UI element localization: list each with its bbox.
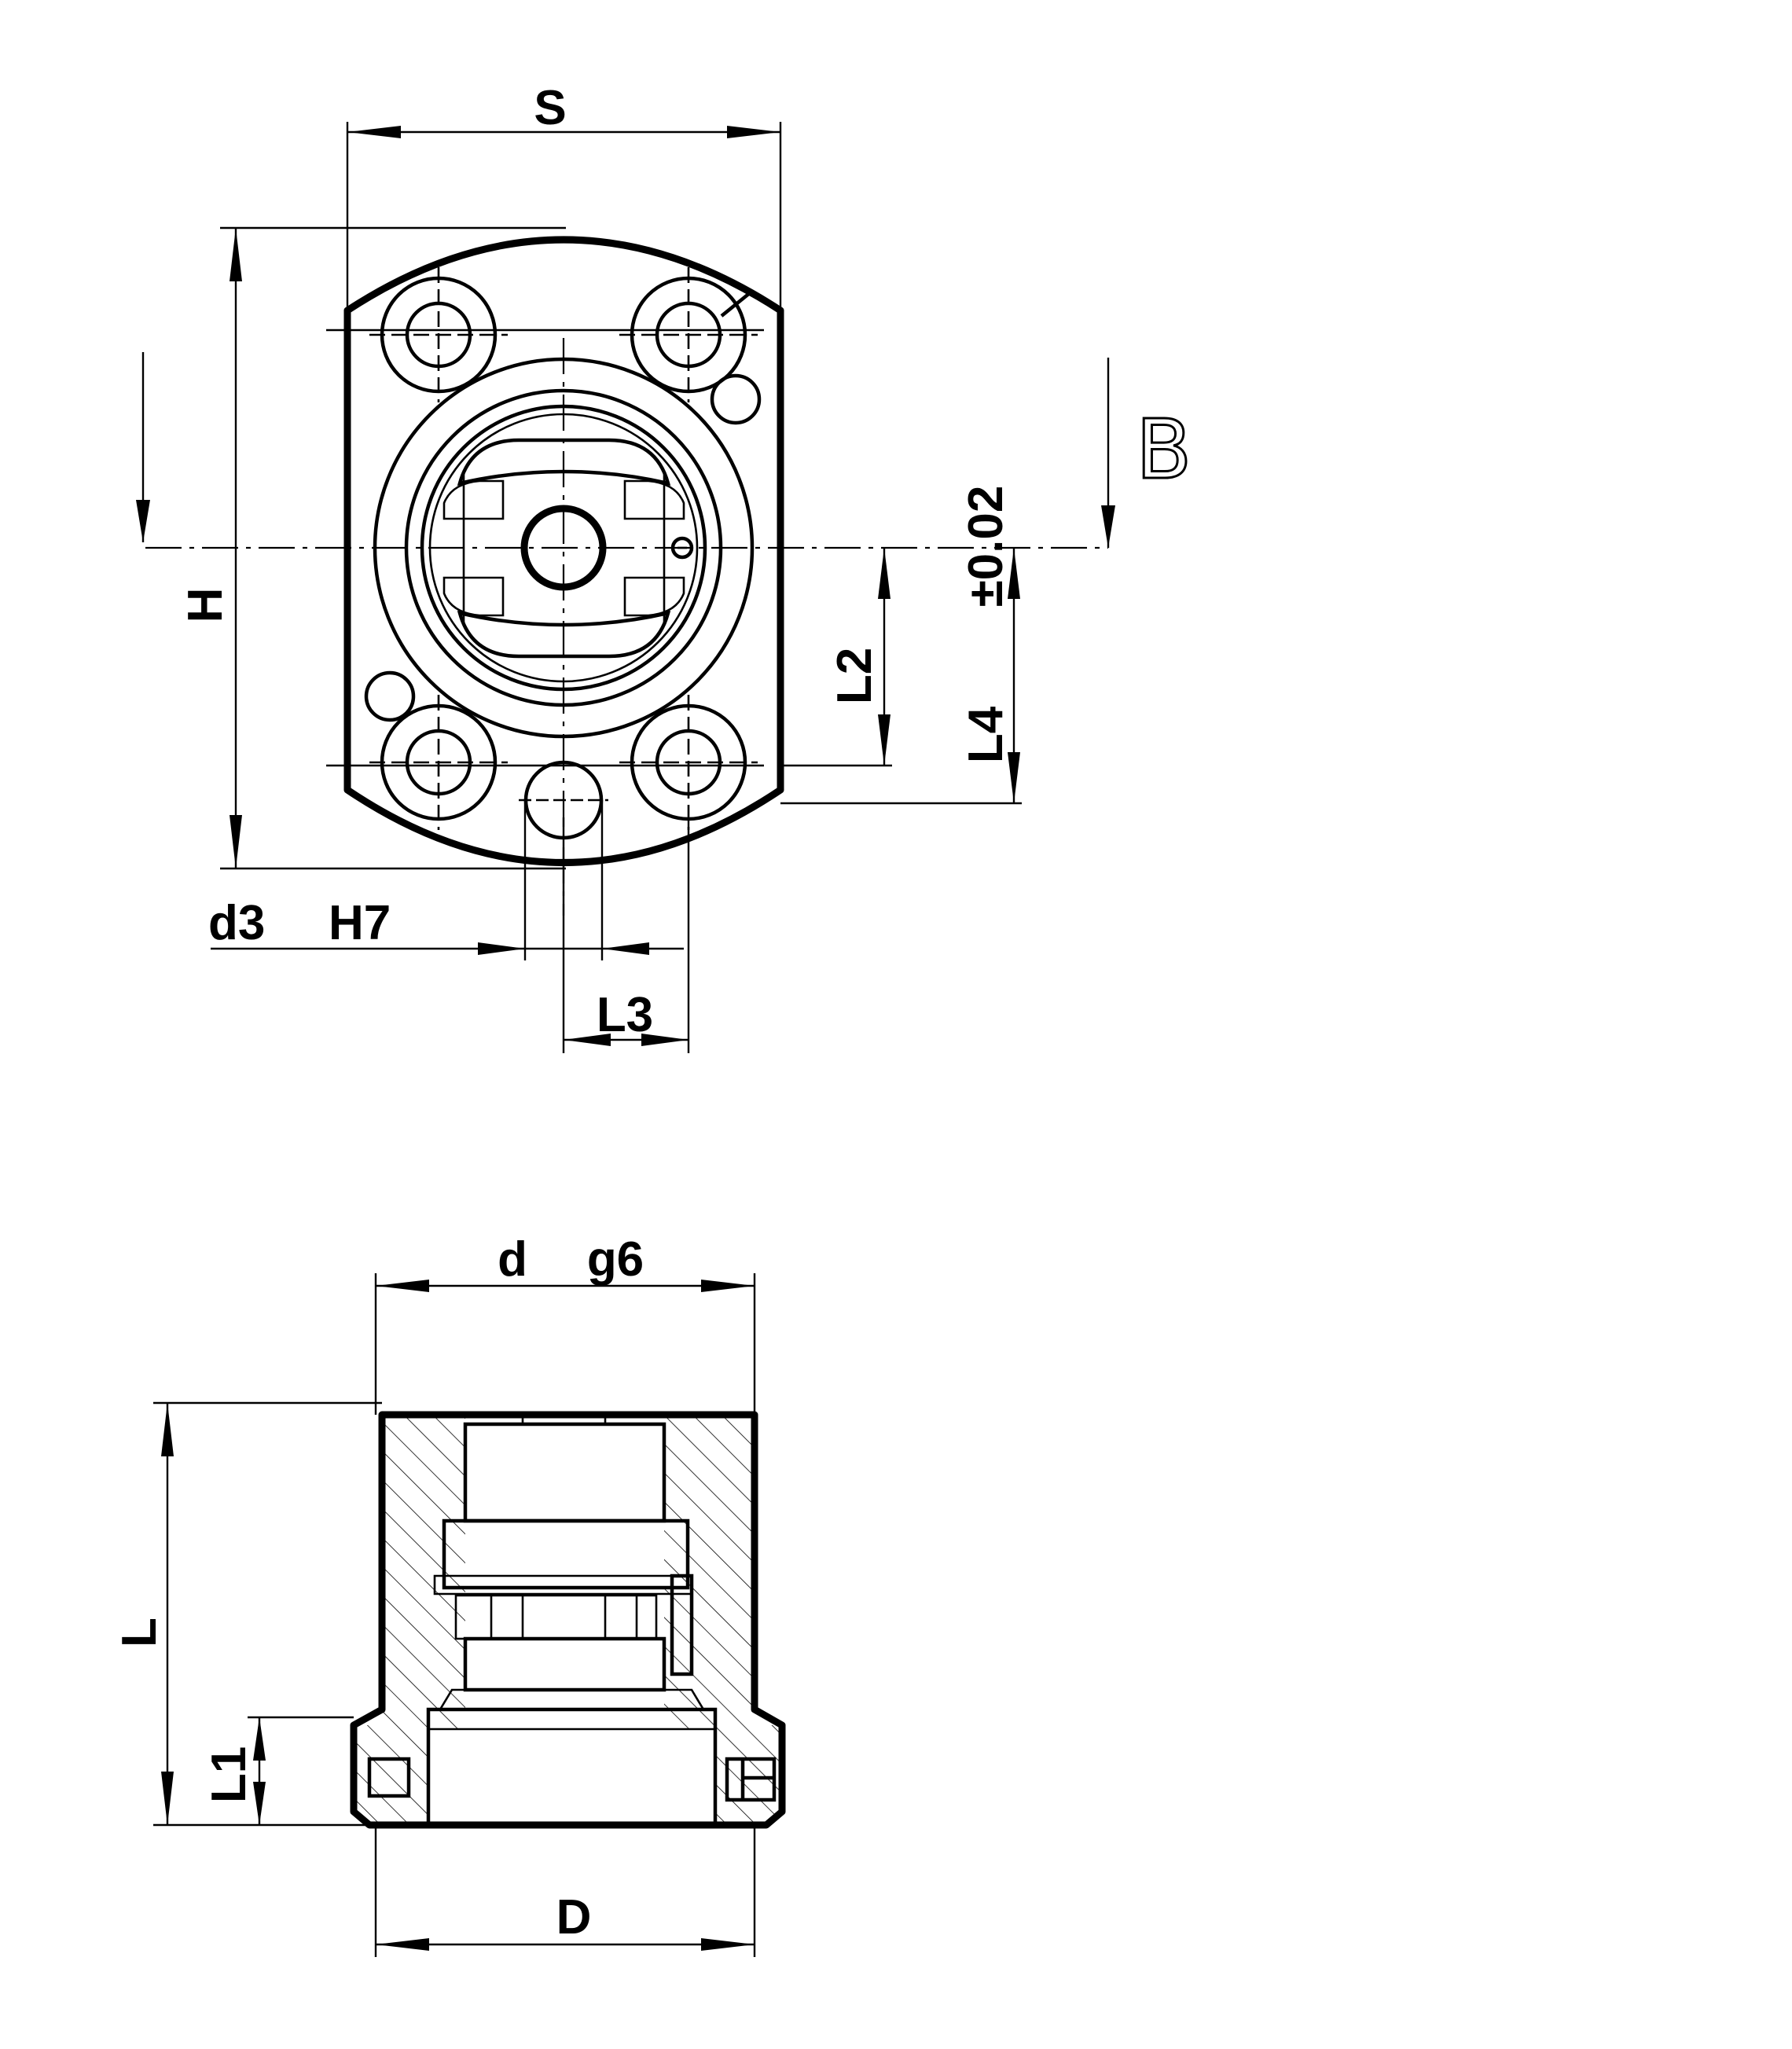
bore-bottom bbox=[426, 1707, 718, 1827]
inner-ring bbox=[420, 404, 707, 692]
clamp-slot-left-bottom bbox=[442, 576, 505, 617]
screw-pocket-left bbox=[367, 1757, 411, 1798]
label-s: S bbox=[534, 81, 566, 135]
clamp-jaw-upper bbox=[457, 438, 671, 487]
label-h7: H7 bbox=[329, 896, 391, 950]
label-D: D bbox=[556, 1890, 592, 1944]
clamp-slot-right-bottom bbox=[623, 576, 685, 617]
clamp-slot-left-top bbox=[442, 479, 505, 520]
flange-outline bbox=[343, 236, 784, 866]
label-l4: L4 bbox=[959, 706, 1013, 763]
section-view: d g6 L L1 D bbox=[112, 1232, 786, 1957]
side-slot bbox=[670, 1573, 694, 1676]
indicator-screw bbox=[670, 536, 694, 560]
outer-ring bbox=[373, 357, 755, 739]
bolt-hole-top-right bbox=[619, 267, 758, 402]
pin-hole-bottom-left bbox=[364, 670, 416, 722]
clamp-jaw-lower bbox=[457, 610, 671, 659]
bore-groove bbox=[433, 1574, 693, 1596]
label-l1: L1 bbox=[202, 1746, 256, 1803]
bore-taper bbox=[438, 1688, 706, 1711]
label-g6: g6 bbox=[587, 1232, 644, 1287]
screw-pocket-right bbox=[725, 1757, 777, 1802]
bolt-hole-bottom-right bbox=[619, 695, 758, 830]
label-l2: L2 bbox=[828, 648, 882, 704]
view-label-b: B bbox=[1136, 402, 1192, 498]
label-l3: L3 bbox=[597, 988, 653, 1042]
bore-middle bbox=[442, 1518, 690, 1590]
pin-hole-top-right bbox=[710, 373, 762, 425]
bolt-hole-bottom-left bbox=[369, 695, 508, 830]
bore-neck bbox=[454, 1594, 658, 1640]
label-h: H bbox=[178, 588, 233, 623]
inner-ring-2 bbox=[428, 413, 699, 683]
label-tolerance: ±0.02 bbox=[959, 486, 1013, 608]
label-l: L bbox=[112, 1618, 167, 1647]
bolt-hole-top-left bbox=[369, 267, 508, 402]
center-hole bbox=[520, 505, 607, 591]
bore-upper bbox=[463, 1422, 666, 1523]
label-d3: d3 bbox=[208, 896, 265, 950]
middle-ring bbox=[404, 388, 723, 707]
front-view: S H B L2 L4 ±0.02 d3 H7 bbox=[136, 81, 1193, 1053]
label-d: d bbox=[498, 1232, 527, 1287]
hatched-wall-right bbox=[664, 1415, 782, 1823]
bore-lower bbox=[463, 1636, 666, 1692]
clamp-slot-right-top bbox=[623, 479, 685, 520]
hatched-wall-left bbox=[354, 1415, 465, 1823]
